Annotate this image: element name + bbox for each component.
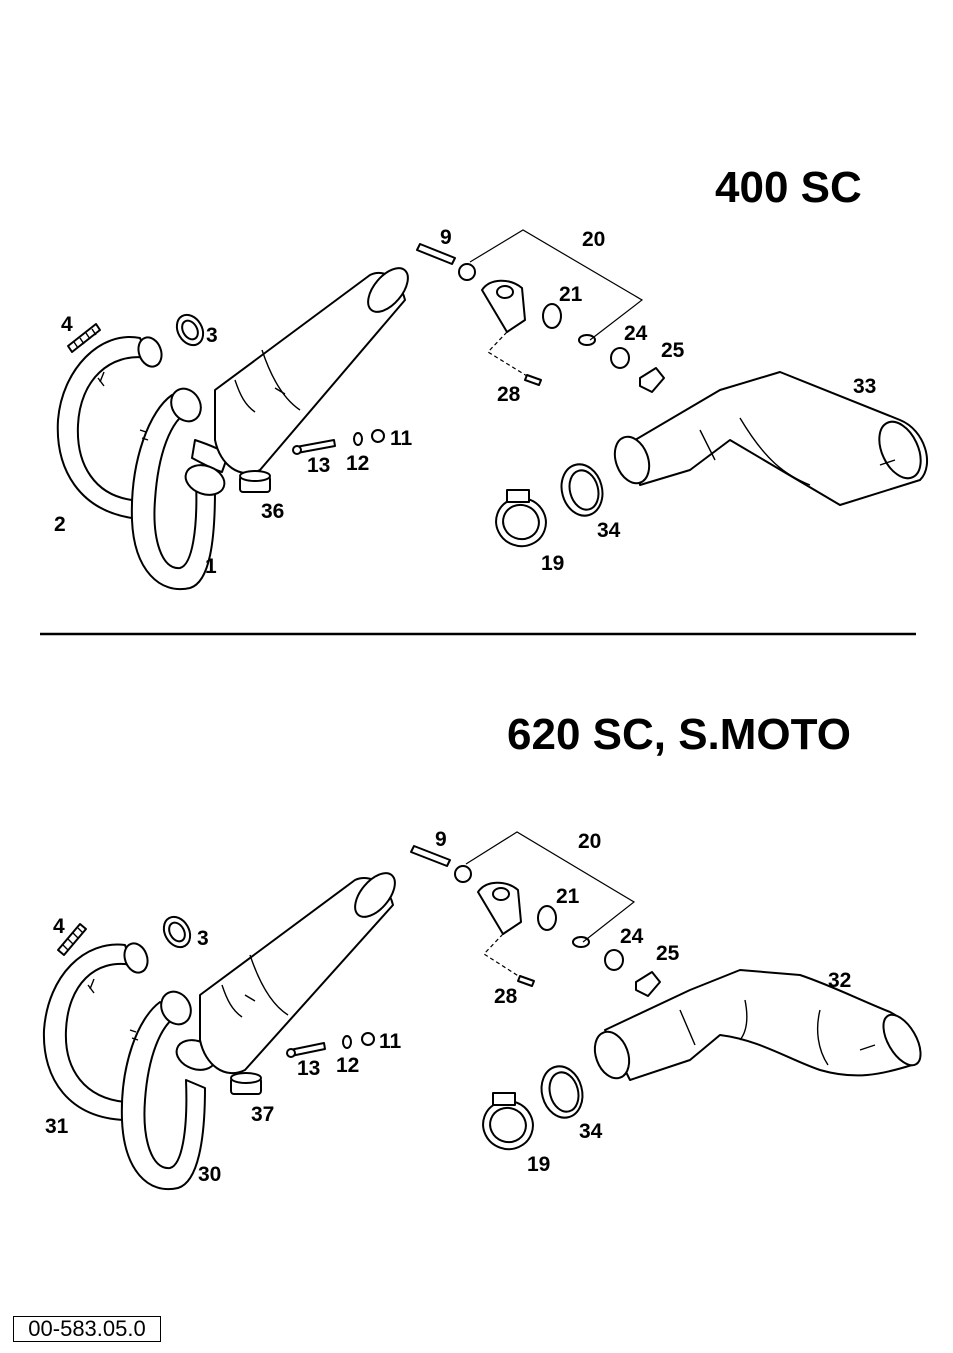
label-34-620: 34	[579, 1120, 603, 1143]
label-24-620: 24	[620, 925, 644, 948]
label-9-620: 9	[435, 828, 447, 851]
label-34: 34	[597, 519, 621, 542]
clamp-19-620	[482, 1092, 534, 1151]
label-25-620: 25	[656, 942, 680, 965]
nut-11	[371, 429, 385, 443]
label-28-620: 28	[494, 985, 518, 1008]
section-title-400sc: 400 SC	[715, 163, 862, 212]
label-13: 13	[307, 454, 330, 477]
label-25: 25	[661, 339, 685, 362]
clip-25	[639, 367, 665, 393]
drawing-code: 00-583.05.0	[13, 1316, 161, 1342]
clamp-19	[495, 489, 547, 548]
sleeve-37	[230, 1072, 262, 1095]
label-11-620: 11	[379, 1030, 402, 1053]
mid-pipe-620	[199, 872, 396, 1075]
label-36: 36	[261, 500, 284, 523]
washer-21	[578, 334, 596, 346]
label-24: 24	[624, 322, 648, 345]
bracket-20	[481, 279, 526, 333]
label-21: 21	[559, 283, 583, 306]
label-3-620: 3	[197, 927, 209, 950]
bushing-9	[458, 263, 476, 281]
label-19-620: 19	[527, 1153, 550, 1176]
label-30: 30	[198, 1163, 221, 1186]
gasket-3	[175, 313, 205, 347]
label-1: 1	[205, 555, 217, 578]
label-12: 12	[346, 452, 369, 475]
washer-12-620	[342, 1035, 352, 1049]
header-pipe-1	[130, 387, 229, 591]
spring-4	[67, 323, 101, 353]
bolt-9	[416, 243, 456, 265]
washer-24	[610, 347, 630, 369]
label-2: 2	[54, 513, 66, 536]
label-9: 9	[440, 226, 452, 249]
label-31: 31	[45, 1115, 69, 1138]
bracket-assembly	[416, 229, 665, 393]
section-400sc: 400 SC	[54, 163, 929, 591]
label-11: 11	[390, 427, 413, 450]
label-21-620: 21	[556, 885, 580, 908]
silencer-33	[613, 371, 929, 506]
screw-28	[524, 374, 542, 386]
sleeve-36	[239, 470, 271, 493]
label-20: 20	[582, 228, 605, 251]
bolt-13-620	[286, 1042, 326, 1058]
label-12-620: 12	[336, 1054, 359, 1077]
label-4: 4	[61, 313, 73, 336]
section-title-620sc: 620 SC, S.MOTO	[507, 710, 851, 759]
label-28: 28	[497, 383, 521, 406]
label-20-620: 20	[578, 830, 601, 853]
bracket-assembly-620	[410, 831, 661, 997]
label-19: 19	[541, 552, 564, 575]
mid-pipe	[214, 267, 409, 475]
washer-12	[353, 432, 363, 446]
gasket-3-620	[162, 915, 192, 949]
label-32: 32	[828, 969, 851, 992]
header-pipe-31	[42, 942, 149, 1121]
label-4-620: 4	[53, 915, 65, 938]
bolt-13	[292, 439, 336, 455]
nut-11-620	[361, 1032, 375, 1046]
section-620sc-smoto: 620 SC, S.MOTO	[42, 710, 922, 1191]
label-3: 3	[206, 324, 218, 347]
label-33: 33	[853, 375, 876, 398]
spring-4-620	[57, 923, 87, 956]
tail-pipe-32	[593, 969, 922, 1081]
rubber-21	[542, 303, 562, 329]
label-37: 37	[251, 1103, 274, 1126]
label-13-620: 13	[297, 1057, 320, 1080]
